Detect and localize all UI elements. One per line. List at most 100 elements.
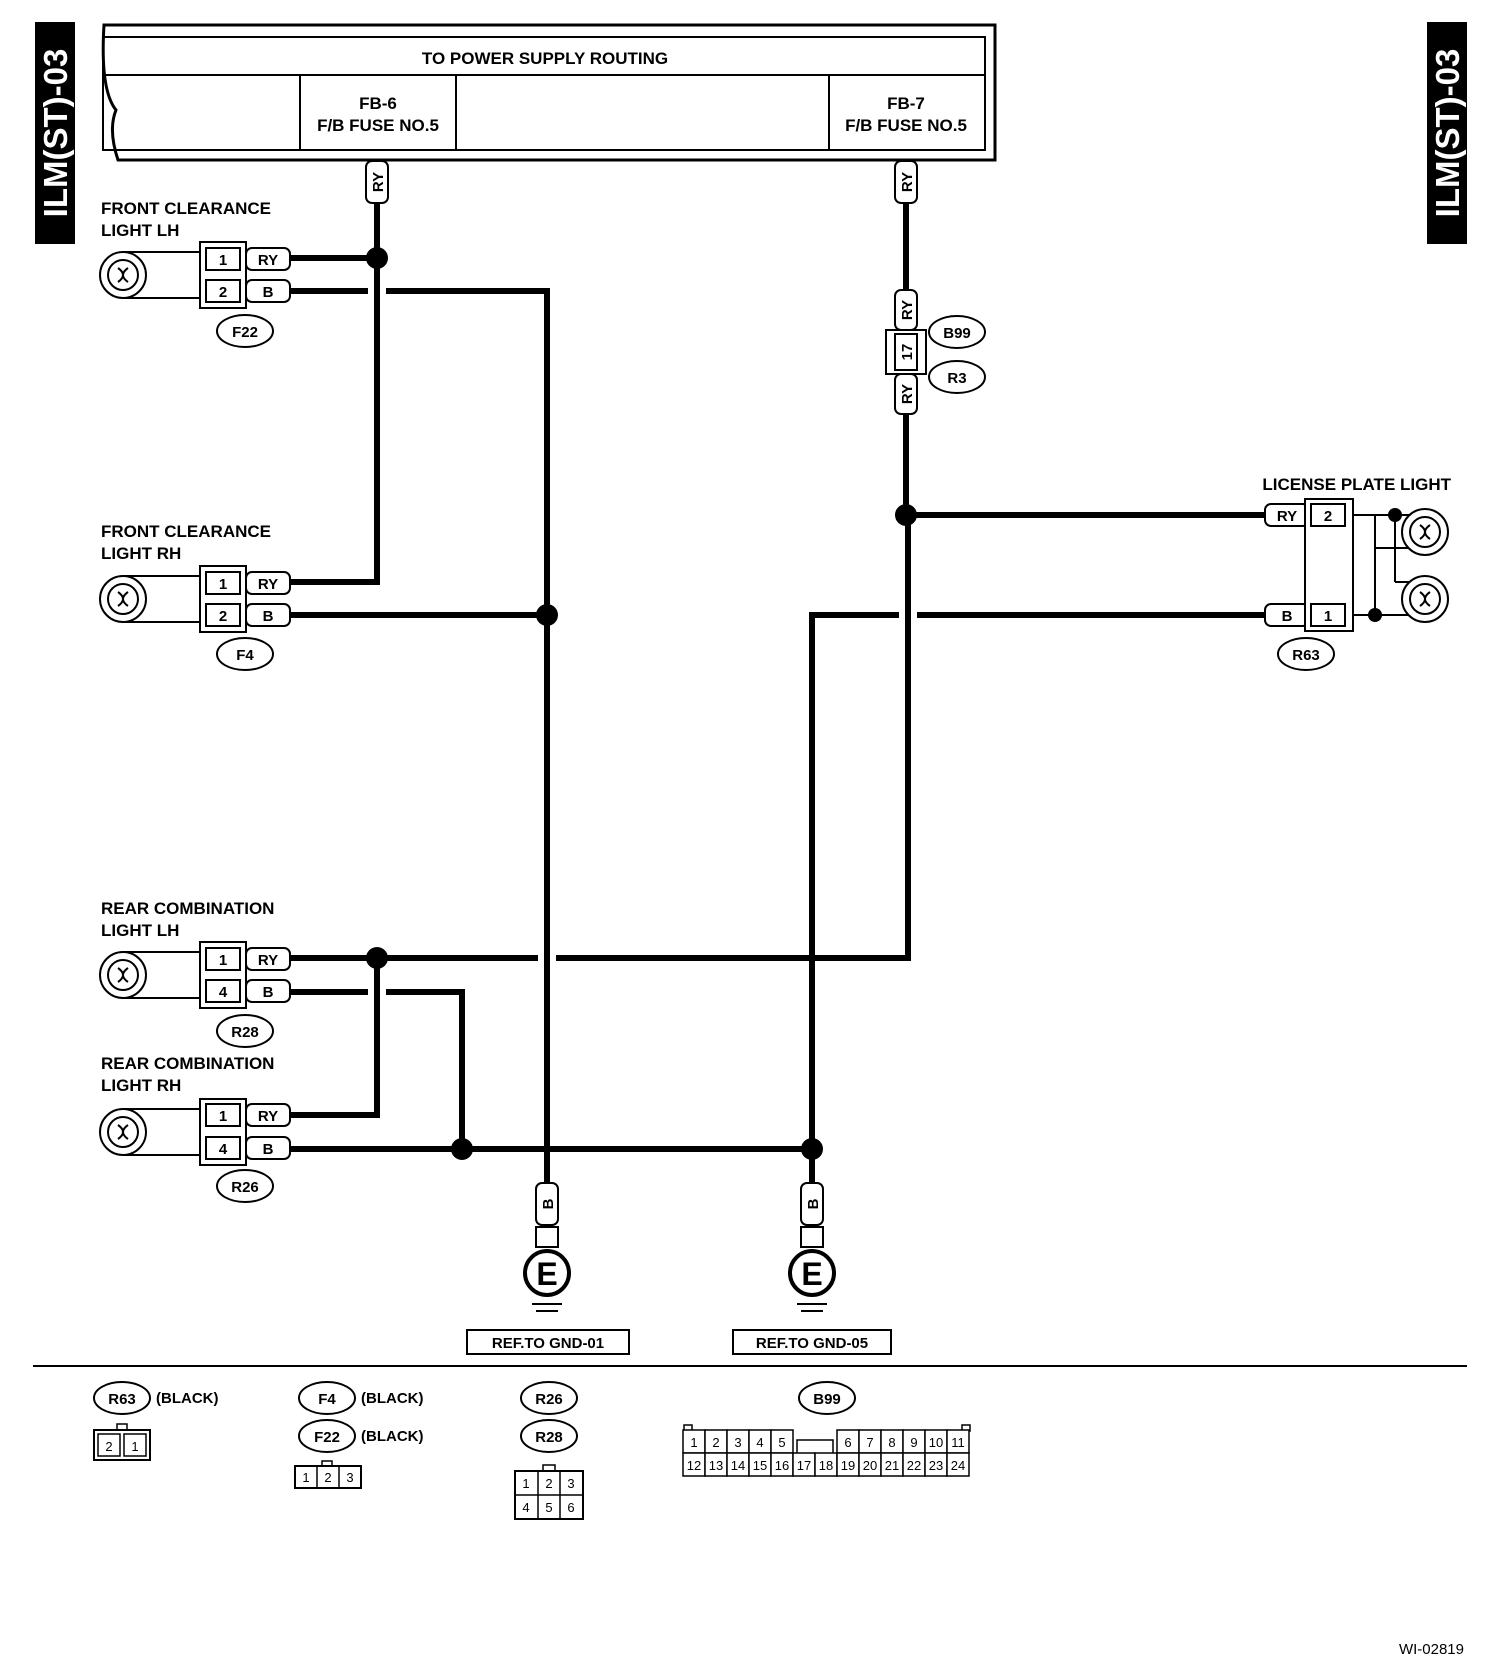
svg-text:2: 2	[324, 1470, 331, 1485]
wire-crossing-redraw	[374, 275, 911, 1003]
b99-pin-label: 21	[885, 1458, 899, 1473]
svg-text:R26: R26	[535, 1391, 563, 1408]
side-tab-left-text: ILM(ST)-03	[37, 49, 74, 218]
svg-text:1: 1	[1324, 608, 1332, 625]
b99-key-notch	[796, 1439, 834, 1453]
svg-text:LICENSE PLATE LIGHT: LICENSE PLATE LIGHT	[1262, 475, 1451, 494]
svg-text:2: 2	[219, 284, 227, 301]
svg-text:1: 1	[131, 1439, 138, 1454]
joint-code-r3: R3	[947, 370, 966, 387]
joint-pin-17: 17	[899, 344, 916, 361]
svg-text:2: 2	[545, 1476, 552, 1491]
license-plate-light: LICENSE PLATE LIGHT RY B 2 1	[1262, 475, 1452, 671]
wire-tag-fb7: RY	[894, 160, 918, 204]
fuse-fb7-desc: F/B FUSE NO.5	[845, 116, 967, 135]
svg-text:RY: RY	[899, 384, 916, 404]
b99-pin-label: 1	[690, 1435, 697, 1450]
junction-dots	[366, 247, 917, 1160]
svg-text:1: 1	[219, 252, 227, 269]
b99-pin-label: 11	[951, 1435, 965, 1450]
b99-pin-label: 5	[778, 1435, 785, 1450]
svg-text:1: 1	[522, 1476, 529, 1491]
b99-pin-label: 12	[687, 1458, 701, 1473]
svg-text:1: 1	[302, 1470, 309, 1485]
rear-combination-light-rh: REAR COMBINATION LIGHT RH 1 4 RY B R26	[99, 1054, 291, 1203]
wire-tag-fb6: RY	[365, 160, 389, 204]
svg-text:2: 2	[105, 1439, 112, 1454]
b99-pin-label: 4	[756, 1435, 763, 1450]
svg-text:F4: F4	[318, 1391, 336, 1408]
b99-pin-label: 8	[888, 1435, 895, 1450]
wire-crossings	[368, 283, 917, 1000]
b99-pin-label: 15	[753, 1458, 767, 1473]
b99-pin-label: 6	[844, 1435, 851, 1450]
wire-rear-lh-b	[290, 989, 465, 1149]
svg-text:RY: RY	[258, 952, 278, 969]
svg-text:F22: F22	[314, 1429, 340, 1446]
power-box-title: TO POWER SUPPLY ROUTING	[422, 49, 668, 68]
svg-text:6: 6	[567, 1500, 574, 1515]
wire-rear-rh-ry	[290, 958, 380, 1118]
ground-icon: E	[801, 1256, 822, 1292]
joint-code-b99: B99	[943, 325, 971, 342]
fuse-fb6-desc: F/B FUSE NO.5	[317, 116, 439, 135]
legend-r63: R63 (BLACK) 2 1	[93, 1381, 218, 1461]
svg-text:3: 3	[567, 1476, 574, 1491]
b99-pin-label: 10	[929, 1435, 943, 1450]
b99-pin-label: 22	[907, 1458, 921, 1473]
legend-r26-r28: R26 R28 1 2 3 4 5 6	[514, 1381, 584, 1520]
svg-text:1: 1	[219, 952, 227, 969]
ground-gnd-05: B E REF.TO GND-05	[732, 1182, 892, 1355]
bulb-icon	[99, 575, 200, 623]
connector-code-f4: F4	[236, 647, 254, 664]
svg-text:FRONT CLEARANCE: FRONT CLEARANCE	[101, 522, 271, 541]
svg-text:RY: RY	[258, 576, 278, 593]
wire-fb6-ry	[290, 203, 380, 585]
b99-pin-cell	[946, 1452, 970, 1477]
svg-text:R28: R28	[535, 1429, 563, 1446]
ground-gnd-01: B E REF.TO GND-01	[466, 1182, 630, 1355]
svg-text:1: 1	[219, 576, 227, 593]
ground-icon: E	[536, 1256, 557, 1292]
b99-pin-label: 2	[712, 1435, 719, 1450]
wire-rear-ry	[290, 510, 911, 961]
svg-text:4: 4	[219, 1141, 228, 1158]
connector-code-r26: R26	[231, 1179, 259, 1196]
b99-pin-label: 13	[709, 1458, 723, 1473]
svg-text:(BLACK): (BLACK)	[156, 1390, 218, 1407]
b99-pin-label: 18	[819, 1458, 833, 1473]
side-tab-right: ILM(ST)-03	[1427, 22, 1467, 244]
svg-text:(BLACK): (BLACK)	[361, 1390, 423, 1407]
fuse-fb6-name: FB-6	[359, 94, 397, 113]
svg-text:4: 4	[219, 984, 228, 1001]
wire-license-b	[809, 612, 1265, 1183]
svg-text:RY: RY	[899, 300, 916, 320]
svg-text:3: 3	[346, 1470, 353, 1485]
bulb-icon	[1401, 508, 1449, 556]
legend-f4-f22: F4 (BLACK) F22 (BLACK) 1 2 3	[294, 1381, 423, 1489]
svg-text:RY: RY	[258, 1108, 278, 1125]
b99-pin-label: 19	[841, 1458, 855, 1473]
svg-text:5: 5	[545, 1500, 552, 1515]
side-tab-left: ILM(ST)-03	[35, 22, 75, 244]
svg-text:B: B	[263, 1141, 274, 1158]
svg-text:RY: RY	[899, 172, 916, 192]
svg-text:B99: B99	[813, 1391, 841, 1408]
wire-front-lh-b	[290, 288, 550, 1183]
connector-code-r28: R28	[231, 1024, 259, 1041]
svg-text:RY: RY	[258, 252, 278, 269]
svg-text:LIGHT RH: LIGHT RH	[101, 544, 181, 563]
ground-ref-gnd-01: REF.TO GND-01	[492, 1335, 604, 1352]
side-tab-right-text: ILM(ST)-03	[1429, 49, 1466, 218]
svg-text:FRONT CLEARANCE: FRONT CLEARANCE	[101, 199, 271, 218]
b99-pin-label: 7	[866, 1435, 873, 1450]
b99-pin-label: 24	[951, 1458, 965, 1473]
bulb-icon	[99, 951, 200, 999]
bulb-icon	[99, 1108, 200, 1156]
b99-pin-label: 14	[731, 1458, 745, 1473]
b99-pin-label: 16	[775, 1458, 789, 1473]
power-supply-box	[101, 23, 997, 162]
b99-pin-label: 23	[929, 1458, 943, 1473]
